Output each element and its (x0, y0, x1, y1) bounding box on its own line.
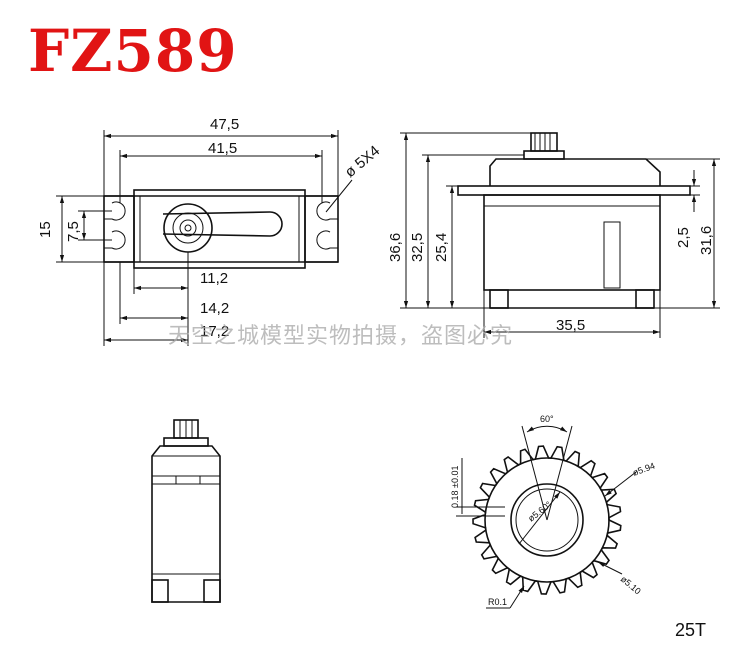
side-view: 36,6 32,5 25,4 2,5 31,6 35,5 (387, 132, 720, 338)
dim-height-to-flange: 25,4 (433, 233, 450, 262)
dim-shaft-offset-2: 14,2 (200, 300, 229, 317)
dim-flange-thickness: 2,5 (675, 227, 692, 248)
dim-hole-pitch: 7,5 (65, 221, 82, 242)
spline-outer-diameter: ø5.94 (631, 461, 656, 478)
spline-detail: 60° 0.18 ±0.01 ø5.94 ø5.10 ø5.60° R0.1 (450, 414, 656, 609)
dim-shaft-offset-3: 17,2 (200, 323, 229, 340)
dim-case-length: 35,5 (556, 317, 585, 334)
model-title: FZ589 (28, 17, 238, 85)
dim-hole-spacing: 41,5 (208, 140, 237, 157)
spline-angle: 60° (540, 414, 554, 424)
watermark-text: 天空之城模型实物拍摄，盗图必究 (168, 324, 514, 349)
dim-total-height: 36,6 (387, 233, 404, 262)
dim-height-to-shaft-base: 32,5 (409, 233, 426, 262)
front-view (151, 419, 221, 603)
spline-tooth-width: 0.18 ±0.01 (450, 466, 460, 508)
dim-height: 15 (37, 221, 54, 238)
dim-hole-diameter: ø 5X4 (342, 142, 384, 181)
top-view: 47,5 41,5 ø 5X4 15 7,5 11,2 (37, 116, 383, 346)
spline-inner-diameter: ø5.10 (619, 574, 643, 596)
dim-overall-width: 47,5 (210, 116, 239, 133)
tooth-count-label: 25T (674, 620, 706, 640)
dim-shaft-offset-1: 11,2 (200, 270, 228, 287)
dim-case-height: 31,6 (698, 226, 715, 255)
spline-root-radius: R0.1 (488, 597, 507, 607)
